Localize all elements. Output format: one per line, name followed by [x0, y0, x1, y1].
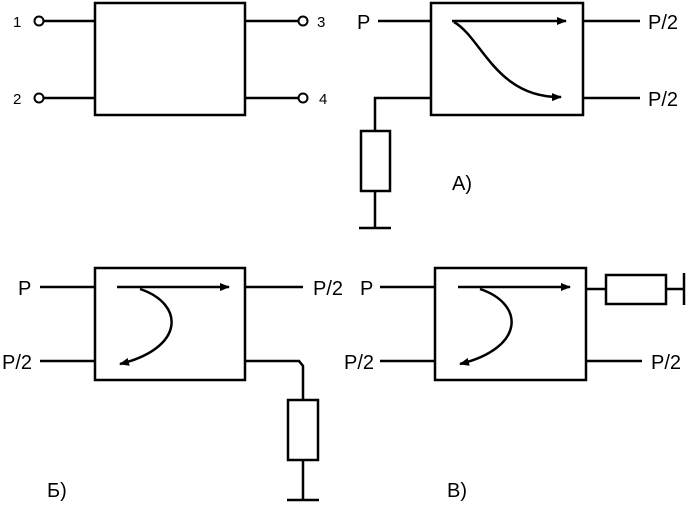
variant-b-load-resistor — [286, 398, 320, 462]
port-3-terminal — [297, 15, 309, 27]
variant-v-block — [433, 266, 588, 382]
variant-v-input-label: P — [360, 278, 373, 300]
variant-a-coupled-arrow — [453, 20, 562, 102]
variant-a-load-lead — [373, 96, 431, 131]
variant-b-block — [93, 266, 247, 382]
variant-b-panel: P P/2 P/2 Б) — [2, 266, 343, 502]
variant-b-load-lead — [245, 359, 305, 400]
variant-v-output-left-label: P/2 — [344, 352, 374, 374]
variant-v-load-resistor — [604, 273, 668, 306]
variant-b-output-left-label: P/2 — [2, 352, 32, 374]
variant-v-reflected-arrow — [459, 287, 513, 366]
variant-a-output-bottom-label: P/2 — [648, 89, 678, 111]
port-4-terminal — [297, 92, 309, 104]
variant-a-input-label: P — [357, 12, 370, 34]
variant-a-block — [429, 1, 585, 117]
port-2-terminal — [33, 92, 45, 104]
variant-a-load-resistor — [359, 129, 392, 193]
four-port-block-panel: 1 2 3 4 — [13, 1, 327, 117]
variant-v-output-right-label: P/2 — [651, 352, 681, 374]
four-port-block — [93, 1, 247, 117]
variant-b-reflected-arrow — [119, 287, 173, 366]
variant-b-caption: Б) — [47, 480, 67, 502]
variant-a-panel: P P/2 P/2 А) — [357, 1, 678, 230]
variant-b-output-right-label: P/2 — [313, 278, 343, 300]
variant-a-output-top-label: P/2 — [648, 12, 678, 34]
port-1-label: 1 — [13, 14, 21, 31]
port-2-label: 2 — [13, 91, 21, 108]
port-3-label: 3 — [317, 14, 325, 31]
variant-v-caption: В) — [447, 480, 467, 502]
variant-b-input-label: P — [18, 278, 31, 300]
port-1-terminal — [33, 15, 45, 27]
variant-v-panel: P P/2 P/2 В) — [344, 266, 686, 502]
variant-a-caption: А) — [452, 173, 472, 195]
port-4-label: 4 — [319, 91, 327, 108]
